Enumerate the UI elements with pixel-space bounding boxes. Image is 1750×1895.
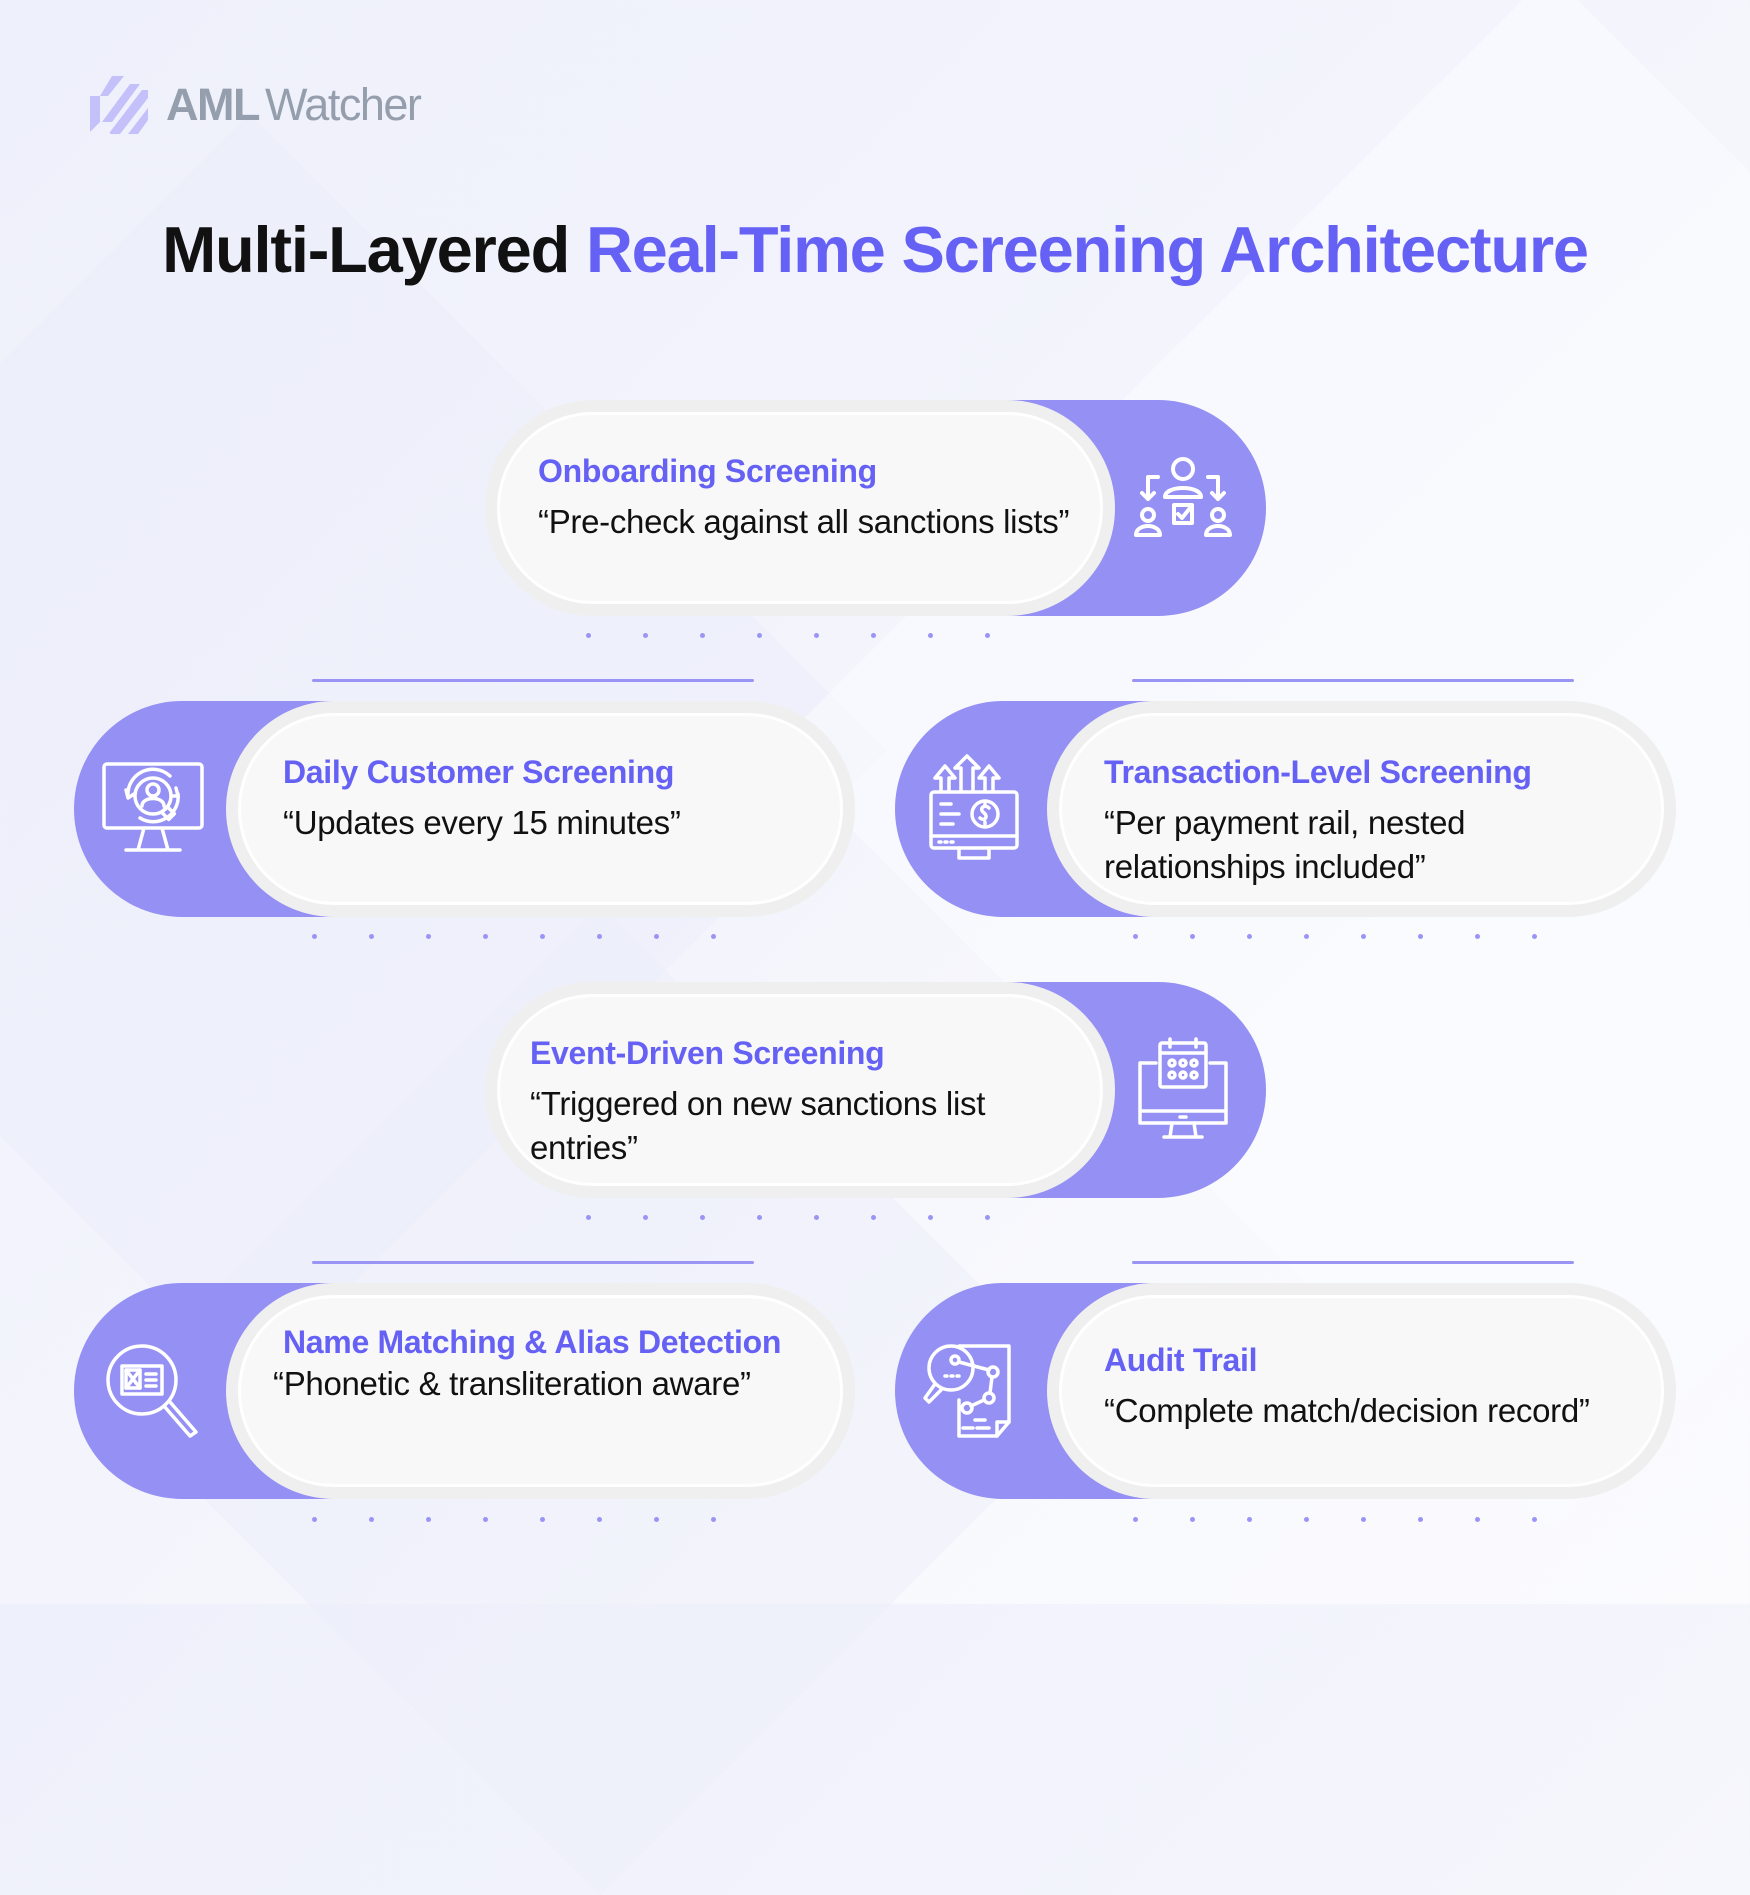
dotted-connector xyxy=(586,1215,990,1221)
layer-card-transaction: Transaction-Level Screening “Per payment… xyxy=(895,701,1676,917)
document-magnifier-graph-icon xyxy=(919,1336,1029,1446)
brand-name-light: Watcher xyxy=(264,79,422,130)
divider-line xyxy=(312,1261,754,1264)
dotted-connector xyxy=(312,1517,716,1523)
card-pill: Audit Trail “Complete match/decision rec… xyxy=(1047,1283,1676,1499)
card-title: Audit Trail xyxy=(1104,1342,1258,1378)
dotted-connector xyxy=(586,633,990,639)
dotted-connector xyxy=(1133,934,1537,940)
page-title: Multi-Layered Real-Time Screening Archit… xyxy=(0,212,1750,287)
card-title: Daily Customer Screening xyxy=(283,754,675,790)
card-description: “Pre-check against all sanctions lists” xyxy=(538,503,1070,540)
layer-card-name-matching: Name Matching & Alias Detection “Phoneti… xyxy=(74,1283,855,1499)
monitor-calendar-icon xyxy=(1128,1035,1238,1145)
card-pill: Transaction-Level Screening “Per payment… xyxy=(1047,701,1676,917)
dotted-connector xyxy=(1133,1517,1537,1523)
card-title: Event-Driven Screening xyxy=(530,1035,885,1071)
divider-line xyxy=(1132,679,1574,682)
title-part-1: Multi-Layered xyxy=(162,213,570,286)
card-description: “Phonetic & transliteration aware” xyxy=(273,1365,751,1402)
layer-card-event: Event-Driven Screening “Triggered on new… xyxy=(485,982,1266,1198)
dotted-connector xyxy=(312,934,716,940)
card-title: Onboarding Screening xyxy=(538,453,877,489)
card-description: “Triggered on new sanctions list entries… xyxy=(530,1085,986,1166)
card-pill: Onboarding Screening “Pre-check against … xyxy=(485,400,1115,616)
title-part-2: Real-Time Screening Architecture xyxy=(585,213,1589,286)
card-pill: Event-Driven Screening “Triggered on new… xyxy=(485,982,1115,1198)
card-title: Transaction-Level Screening xyxy=(1104,754,1532,790)
divider-line xyxy=(1132,1261,1574,1264)
card-description: “Per payment rail, nested relationships … xyxy=(1104,804,1466,885)
card-pill: Daily Customer Screening “Updates every … xyxy=(226,701,855,917)
striped-check-logo-icon xyxy=(90,76,148,134)
layer-card-daily: Daily Customer Screening “Updates every … xyxy=(74,701,855,917)
monitor-user-refresh-icon xyxy=(98,754,208,864)
user-distribution-check-icon xyxy=(1128,453,1238,563)
card-description: “Complete match/decision record” xyxy=(1104,1392,1590,1429)
layer-card-onboarding: Onboarding Screening “Pre-check against … xyxy=(485,400,1266,616)
card-description: “Updates every 15 minutes” xyxy=(283,804,681,841)
brand-name-strong: AML xyxy=(166,79,260,130)
magnifier-id-card-icon xyxy=(98,1336,208,1446)
monitor-dollar-arrows-icon xyxy=(919,754,1029,864)
card-title: Name Matching & Alias Detection xyxy=(283,1324,782,1360)
layer-card-audit: Audit Trail “Complete match/decision rec… xyxy=(895,1283,1676,1499)
divider-line xyxy=(312,679,754,682)
card-pill: Name Matching & Alias Detection “Phoneti… xyxy=(226,1283,855,1499)
